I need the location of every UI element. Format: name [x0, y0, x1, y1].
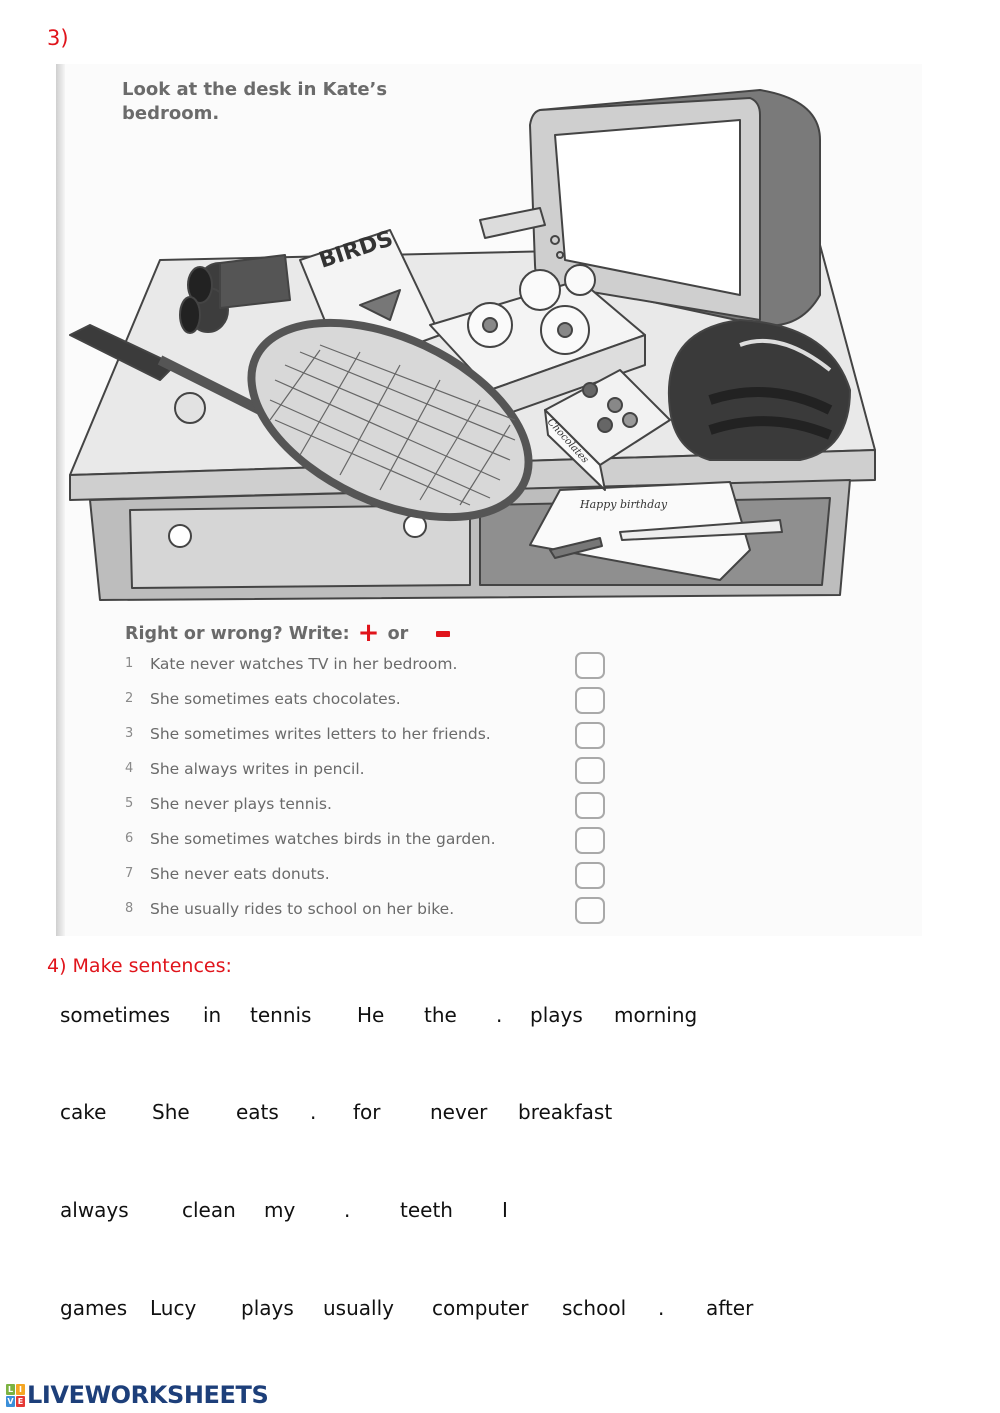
word-chip[interactable]: .: [344, 1198, 351, 1222]
logo-icon: L I V E: [6, 1383, 25, 1407]
answer-box-1[interactable]: [575, 652, 605, 679]
word-row-1: sometimes in tennis He the . plays morni…: [0, 1003, 1000, 1033]
word-chip[interactable]: school: [562, 1296, 627, 1320]
word-chip[interactable]: morning: [614, 1003, 698, 1027]
word-chip[interactable]: breakfast: [518, 1100, 613, 1124]
answer-box-7[interactable]: [575, 862, 605, 889]
word-chip[interactable]: usually: [323, 1296, 394, 1320]
statement-text: Kate never watches TV in her bedroom.: [150, 655, 458, 673]
answer-box-8[interactable]: [575, 897, 605, 924]
statement-text: She sometimes eats chocolates.: [150, 690, 401, 708]
word-chip[interactable]: cake: [60, 1100, 107, 1124]
word-chip[interactable]: my: [264, 1198, 296, 1222]
statements-list: 1 Kate never watches TV in her bedroom. …: [120, 650, 620, 930]
word-chip[interactable]: always: [60, 1198, 129, 1222]
word-chip[interactable]: teeth: [400, 1198, 453, 1222]
plus-sign: +: [357, 618, 380, 648]
word-chip[interactable]: never: [430, 1100, 488, 1124]
word-chip[interactable]: after: [706, 1296, 754, 1320]
statement-number: 8: [125, 901, 134, 916]
minus-sign: [436, 631, 451, 637]
statement-number: 1: [125, 656, 134, 671]
word-row-3: always clean my . teeth I: [0, 1198, 1000, 1228]
word-chip[interactable]: Lucy: [150, 1296, 197, 1320]
section-4-title: 4) Make sentences:: [47, 955, 232, 977]
word-chip[interactable]: games: [60, 1296, 128, 1320]
desk-illustration: Happy birthday BIRDS: [69, 89, 876, 601]
word-chip[interactable]: I: [502, 1198, 508, 1222]
statement-row: 7 She never eats donuts.: [120, 860, 620, 895]
statement-row: 1 Kate never watches TV in her bedroom.: [120, 650, 620, 685]
liveworksheets-logo[interactable]: L I V E LIVEWORKSHEETS: [6, 1381, 269, 1409]
section-3-number: 3): [47, 26, 69, 50]
statement-text: She usually rides to school on her bike.: [150, 900, 455, 918]
word-chip[interactable]: eats: [236, 1100, 279, 1124]
word-chip[interactable]: .: [496, 1003, 503, 1027]
scan-edge-shadow: [56, 64, 65, 936]
word-row-4: games Lucy plays usually computer school…: [0, 1296, 1000, 1326]
logo-letter: V: [6, 1395, 15, 1407]
answer-box-5[interactable]: [575, 792, 605, 819]
answer-box-6[interactable]: [575, 827, 605, 854]
statement-number: 4: [125, 761, 134, 776]
logo-letter: L: [6, 1383, 15, 1395]
statement-number: 6: [125, 831, 134, 846]
word-chip[interactable]: .: [658, 1296, 665, 1320]
word-chip[interactable]: the: [424, 1003, 457, 1027]
word-chip[interactable]: .: [310, 1100, 317, 1124]
answer-box-3[interactable]: [575, 722, 605, 749]
word-chip[interactable]: computer: [432, 1296, 529, 1320]
logo-text: LIVEWORKSHEETS: [27, 1381, 269, 1409]
word-chip[interactable]: sometimes: [60, 1003, 171, 1027]
statement-text: She sometimes watches birds in the garde…: [150, 830, 496, 848]
svg-text:Happy birthday: Happy birthday: [579, 498, 668, 511]
statement-text: She never plays tennis.: [150, 795, 332, 813]
answer-box-4[interactable]: [575, 757, 605, 784]
word-chip[interactable]: tennis: [250, 1003, 312, 1027]
instruction-or: or: [387, 624, 409, 644]
intro-text: Look at the desk in Kate’s bedroom.: [122, 79, 388, 124]
statement-row: 5 She never plays tennis.: [120, 790, 620, 825]
word-chip[interactable]: plays: [530, 1003, 583, 1027]
word-row-2: cake She eats . for never breakfast: [0, 1100, 1000, 1130]
statement-number: 5: [125, 796, 134, 811]
statement-row: 4 She always writes in pencil.: [120, 755, 620, 790]
statement-number: 3: [125, 726, 134, 741]
word-chip[interactable]: plays: [241, 1296, 294, 1320]
statement-text: She always writes in pencil.: [150, 760, 365, 778]
right-or-wrong-instruction: Right or wrong? Write: + or: [125, 618, 451, 648]
word-chip[interactable]: in: [203, 1003, 222, 1027]
word-chip[interactable]: clean: [182, 1198, 236, 1222]
answer-box-2[interactable]: [575, 687, 605, 714]
statement-row: 2 She sometimes eats chocolates.: [120, 685, 620, 720]
statement-number: 2: [125, 691, 134, 706]
word-chip[interactable]: She: [152, 1100, 190, 1124]
logo-letter: E: [16, 1395, 25, 1407]
statement-text: She sometimes writes letters to her frie…: [150, 725, 491, 743]
instruction-prefix: Right or wrong? Write:: [125, 624, 350, 644]
logo-letter: I: [16, 1383, 25, 1395]
word-chip[interactable]: He: [357, 1003, 385, 1027]
statement-text: She never eats donuts.: [150, 865, 330, 883]
statement-number: 7: [125, 866, 134, 881]
word-chip[interactable]: for: [353, 1100, 381, 1124]
statement-row: 6 She sometimes watches birds in the gar…: [120, 825, 620, 860]
statement-row: 8 She usually rides to school on her bik…: [120, 895, 620, 930]
statement-row: 3 She sometimes writes letters to her fr…: [120, 720, 620, 755]
